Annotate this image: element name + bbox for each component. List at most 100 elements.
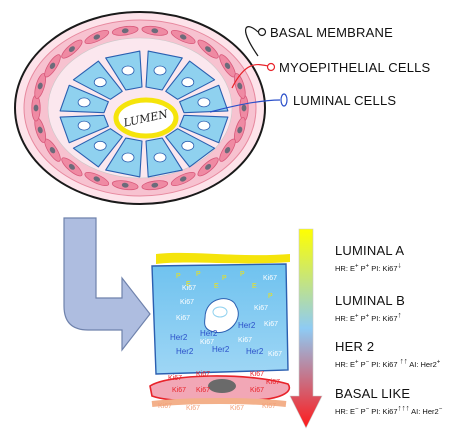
tissue-marker-label: P [176,273,181,280]
marker-text: HR: E [335,407,356,416]
luminal-cell [145,50,183,91]
myoepithelial-cell [84,29,110,45]
lumen-ring [113,97,179,139]
marker-text: HR: E [335,360,356,369]
subtype-name: HER 2 [335,339,375,354]
myoepithelial-callout [231,64,269,89]
luminal-cell [72,128,123,168]
marker-sign: + [365,263,370,270]
basal-membrane-label: BASAL MEMBRANE [270,25,393,40]
tissue-marker-label: P [240,271,245,278]
tissue-dark-nucleus [208,379,236,393]
tissue-nucleolus [212,306,228,318]
callout-lines [209,26,288,113]
subtype-markers: HR: E− P− PI: Ki67↑↑↑ AI: Her2− [335,403,443,416]
marker-text: PI: Ki67 [369,407,398,416]
luminal-callout [209,99,281,113]
tissue-marker-label: E [186,281,191,288]
myoepithelial-cell [170,171,196,187]
tissue-marker-label: Her2 [200,329,218,338]
tissue-marker-label: Ki67 [196,371,210,378]
tissue-marker-label: Ki67 [230,405,244,412]
myoepithelial-cell [44,54,61,78]
myoepithelial-cell [239,94,249,122]
tissue-marker-label: Her2 [176,347,194,356]
marker-sign: − [355,406,359,413]
luminal-cell [59,84,109,114]
myoepithelial-cells-label: MYOEPITHELIAL CELLS [279,60,431,75]
luminal-cell [72,60,123,100]
tissue-marker-label: Her2 [170,333,188,342]
tissue-marker-label: Ki67 [250,371,264,378]
marker-text: AI: Her2 [409,407,439,416]
luminal-callout-end [280,93,288,107]
myoepithelial-cell [31,94,41,122]
luminal-cell [145,137,183,178]
myoepithelial-cell [84,171,110,187]
marker-text: P [358,360,366,369]
tissue-marker-label: Ki67 [176,315,190,322]
tissue-cell-nucleus [204,298,239,334]
luminal-cell [179,84,229,114]
tissue-marker-label: Ki67 [196,387,210,394]
marker-text: PI: Ki67 [369,360,400,369]
marker-text: P [358,314,366,323]
tissue-marker-label: Ki67 [238,337,252,344]
marker-sign: − [438,406,443,413]
trend-arrow-icon: ↑↑↑ [397,403,410,413]
marker-sign: − [365,359,370,366]
luminal-cells-label: LUMINAL CELLS [293,93,397,108]
myoepithelial-cell [111,25,139,36]
subtype-name: BASAL LIKE [335,386,411,401]
tissue-marker-label: Ki67 [200,339,214,346]
myoepithelial-cell [197,157,219,177]
marker-sign: + [436,359,441,366]
marker-sign: − [365,406,370,413]
tissue-marker-label: Ki67 [264,321,278,328]
myoepithelial-cell [233,117,246,143]
tissue-bottom-layer [151,398,287,407]
tissue-marker-label: P [222,275,227,282]
tissue-marker-label: Ki67 [186,405,200,412]
marker-text: HR: E [335,264,356,273]
myoepithelial-cell [61,39,83,59]
luminal-cell [179,114,229,144]
subtype-markers: HR: E+ P+ PI: Ki67↓ [335,261,402,273]
tissue-marker-label: Ki67 [268,351,282,358]
luminal-cell [105,137,143,178]
myoepithelial-cell [170,29,196,45]
tissue-marker-label: Ki67 [158,403,172,410]
tissue-marker-label: Ki67 [172,387,186,394]
trend-arrow-icon: ↑ [397,310,402,320]
luminal-cells-ring [59,50,229,178]
tissue-marker-label: P [268,293,273,300]
marker-sign: + [355,359,359,366]
marker-sign: + [355,263,359,270]
luminal-cell [165,128,216,168]
myoepithelial-cell [44,138,61,162]
subtype-gradient-arrow [289,228,323,429]
myoepithelial-cell [141,180,169,191]
myoepithelial-callout-end [266,62,276,72]
myoepithelial-cell [219,138,236,162]
process-arrow [63,217,151,352]
subtype-markers: HR: E+ P+ PI: Ki67↑ [335,310,402,323]
marker-sign: + [355,313,359,320]
tissue-marker-label: Ki67 [262,403,276,410]
tissue-marker-label: Ki67 [182,285,196,292]
myoepithelial-cell [111,180,139,191]
myoepithelial-cells [31,25,249,191]
tissue-marker-label: P [196,271,201,278]
luminal-cell [59,114,109,144]
marker-text: PI: Ki67 [369,264,398,273]
marker-text: PI: Ki67 [369,314,398,323]
tissue-marker-label: Her2 [212,345,230,354]
trend-arrow-icon: ↑↑ [399,356,408,366]
tissue-marker-label: Her2 [238,321,256,330]
tissue-marker-label: Ki67 [180,299,194,306]
tissue-marker-label: Her2 [246,347,264,356]
tissue-marker-label: Ki67 [250,387,264,394]
tissue-marker-label: E [214,283,219,290]
